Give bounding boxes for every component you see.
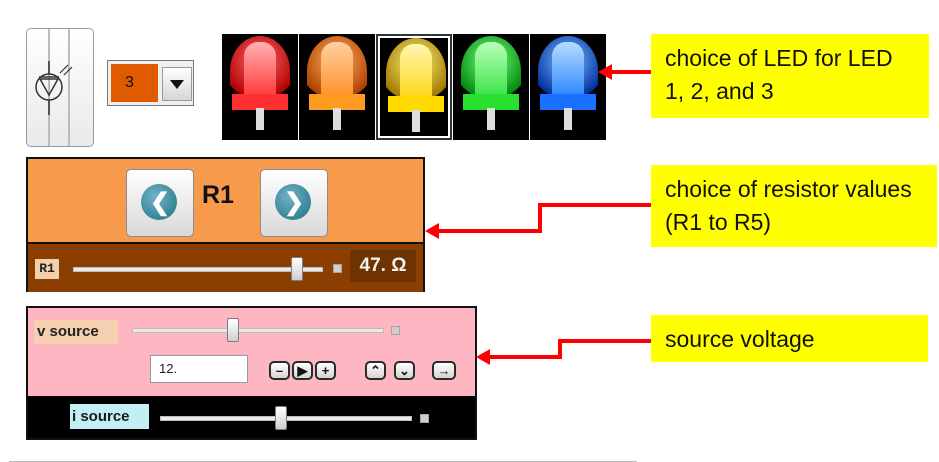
source-callout: source voltage [651,315,928,362]
arrow-right-icon[interactable]: → [432,361,456,380]
next-resistor-button[interactable]: ❯ [260,169,328,237]
i-source-label: i source [70,404,149,429]
v-source-label: v source [34,320,118,344]
resistor-slider-end-marker [333,264,342,273]
plus-button[interactable]: + [315,361,336,380]
resistor-callout-arrow [433,203,651,233]
resistor-slider-track[interactable] [73,267,323,272]
arrow-right-icon [275,184,311,220]
resistor-slider-row: R1 47. Ω [28,242,423,292]
v-source-slider-end-marker [391,326,400,335]
led-symbol-icon [35,29,73,146]
led-count-value: 3 [111,64,158,102]
play-button[interactable]: ▶ [292,361,313,380]
source-panel: v source 12. – ▶ + ⌃ ⌄ → i source [26,306,477,440]
led-callout: choice of LED for LED 1, 2, and 3 [651,34,929,118]
i-source-slider-end-marker [420,414,429,423]
led-choice-green[interactable] [453,34,529,140]
resistor-slider-label: R1 [35,259,59,279]
i-source-row: i source [28,396,475,438]
resistor-value: 47. Ω [350,250,416,282]
led-choice-blue[interactable] [530,34,606,140]
v-source-slider-track[interactable] [132,328,384,333]
resistor-label: R1 [202,181,234,209]
led-toggle-button[interactable] [26,28,94,147]
chevron-double-up-icon[interactable]: ⌃ [365,361,386,380]
arrow-left-icon [141,184,177,220]
led-count-select[interactable]: 3 [107,60,194,106]
led-choice-orange[interactable] [299,34,375,140]
v-source-slider-thumb[interactable] [227,318,239,342]
resistor-callout: choice of resistor values (R1 to R5) [651,165,937,247]
chevron-down-icon[interactable] [162,67,192,101]
i-source-slider-thumb[interactable] [275,406,287,430]
led-choice-strip [222,34,606,140]
minus-button[interactable]: – [269,361,290,380]
source-callout-arrow [484,339,651,359]
led-choice-yellow[interactable] [376,34,452,140]
resistor-panel: ❮ R1 ❯ R1 47. Ω [26,157,425,292]
previous-resistor-button[interactable]: ❮ [126,169,194,237]
chevron-double-down-icon[interactable]: ⌄ [394,361,415,380]
resistor-slider-thumb[interactable] [291,257,304,281]
v-source-input[interactable]: 12. [150,355,248,383]
led-choice-red[interactable] [222,34,298,140]
